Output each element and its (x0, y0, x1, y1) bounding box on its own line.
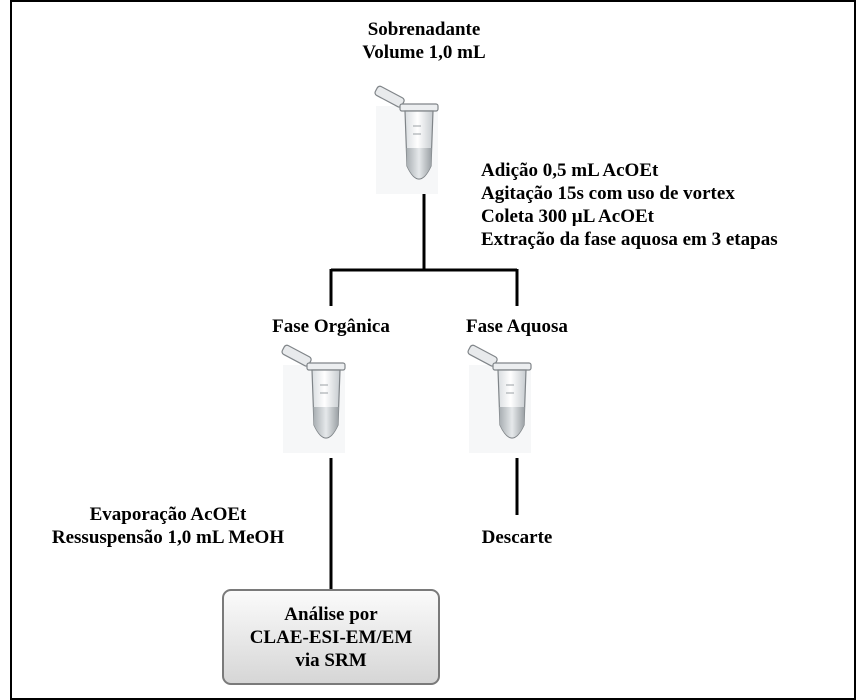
tube-aqueous (467, 344, 532, 453)
phase-organic-label: Fase Orgânica (272, 316, 390, 337)
step-item: Extração da fase aquosa em 3 etapas (481, 229, 778, 250)
tube-organic (281, 344, 346, 453)
extraction-steps: Adição 0,5 mL AcOEt Agitação 15s com uso… (481, 159, 778, 251)
organic-step-item: Evaporação AcOEt (89, 504, 247, 525)
organic-step-item: Ressuspensão 1,0 mL MeOH (51, 527, 285, 548)
organic-steps: Evaporação AcOEt Ressuspensão 1,0 mL MeO… (18, 503, 318, 549)
top-title: Sobrenadante (367, 19, 481, 40)
analysis-line: Análise por (284, 603, 378, 625)
step-item: Agitação 15s com uso de vortex (481, 183, 735, 204)
step-item: Coleta 300 µL AcOEt (481, 206, 654, 227)
analysis-line: via SRM (295, 649, 367, 671)
top-label: Sobrenadante Volume 1,0 mL (324, 18, 524, 64)
phase-aqueous-label: Fase Aquosa (466, 316, 568, 337)
top-volume: Volume 1,0 mL (362, 42, 486, 63)
step-item: Adição 0,5 mL AcOEt (481, 160, 659, 181)
tube-top (374, 85, 439, 194)
discard-label: Descarte (481, 527, 553, 548)
analysis-box: Análise por CLAE-ESI-EM/EM via SRM (222, 589, 440, 685)
analysis-line: CLAE-ESI-EM/EM (249, 626, 413, 648)
